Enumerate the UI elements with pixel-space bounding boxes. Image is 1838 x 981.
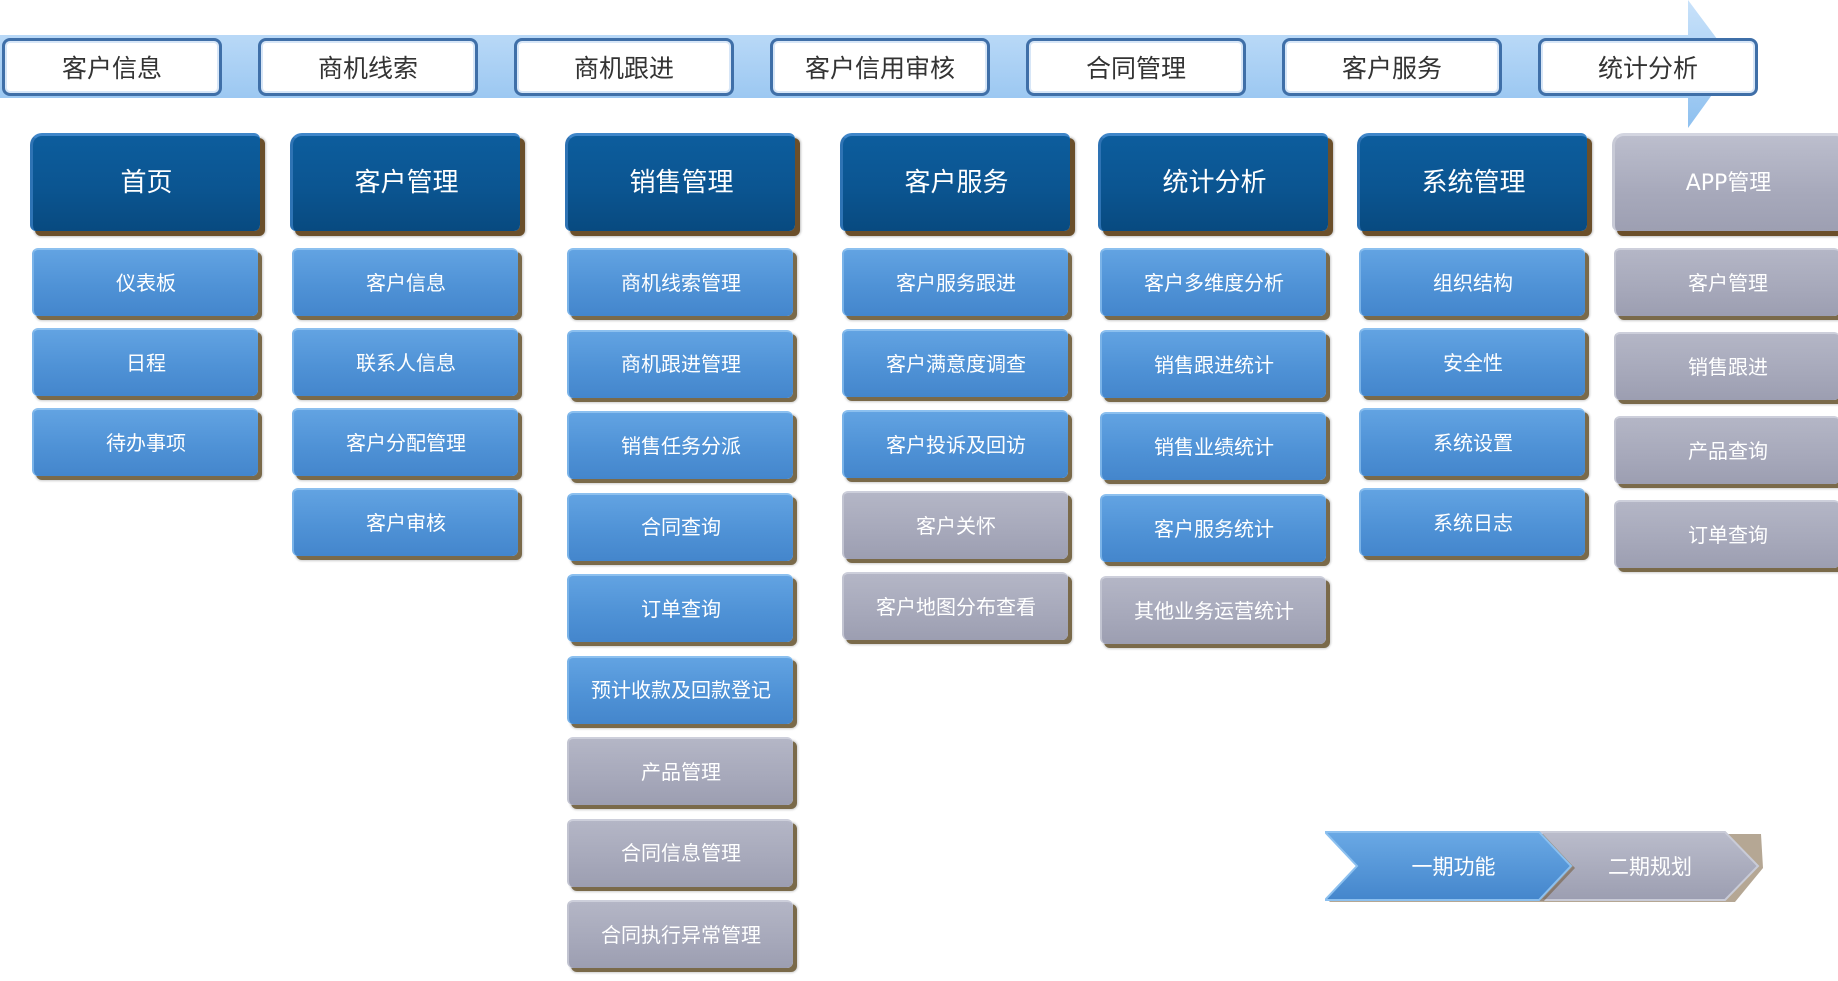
module-header: APP管理 — [1612, 133, 1838, 231]
module-item: 合同执行异常管理 — [567, 900, 793, 968]
module-item: 订单查询 — [1614, 500, 1838, 568]
module-item: 商机线索管理 — [567, 248, 793, 316]
module-item: 客户投诉及回访 — [842, 410, 1068, 478]
module-item: 日程 — [32, 328, 258, 396]
legend-arrows — [1322, 831, 1763, 902]
legend-phase1-arrow — [1322, 831, 1573, 901]
module-item: 其他业务运营统计 — [1100, 576, 1326, 644]
module-item: 组织结构 — [1359, 248, 1585, 316]
module-item: 产品管理 — [567, 737, 793, 805]
module-item: 系统日志 — [1359, 488, 1585, 556]
module-item: 客户审核 — [292, 488, 518, 556]
module-item: 销售任务分派 — [567, 411, 793, 479]
module-item: 客户管理 — [1614, 248, 1838, 316]
process-step: 客户信用审核 — [770, 38, 990, 96]
module-item: 销售跟进统计 — [1100, 330, 1326, 398]
module-item: 合同信息管理 — [567, 818, 793, 887]
module-item: 预计收款及回款登记 — [567, 655, 793, 724]
legend-phase2-label: 二期规划 — [1608, 855, 1692, 879]
module-item: 客户地图分布查看 — [842, 572, 1068, 640]
module-header: 客户服务 — [840, 133, 1070, 231]
process-step: 商机线索 — [258, 38, 478, 96]
module-item: 合同查询 — [567, 492, 793, 561]
module-item: 销售跟进 — [1614, 332, 1838, 400]
module-item: 客户服务统计 — [1100, 494, 1326, 562]
module-item: 客户分配管理 — [292, 408, 518, 476]
module-item: 联系人信息 — [292, 328, 518, 396]
module-header: 系统管理 — [1357, 133, 1587, 231]
process-step: 商机跟进 — [514, 38, 734, 96]
module-item: 待办事项 — [32, 408, 258, 476]
process-step: 客户信息 — [2, 38, 222, 96]
module-item: 客户服务跟进 — [842, 248, 1068, 316]
process-step: 合同管理 — [1026, 38, 1246, 96]
process-step: 客户服务 — [1282, 38, 1502, 96]
module-item: 产品查询 — [1614, 416, 1838, 484]
module-header: 统计分析 — [1098, 133, 1328, 231]
legend-phase1-label: 一期功能 — [1411, 855, 1496, 879]
module-item: 订单查询 — [567, 574, 793, 642]
module-item: 客户多维度分析 — [1100, 248, 1326, 316]
module-item: 系统设置 — [1359, 408, 1585, 476]
process-step: 统计分析 — [1538, 38, 1758, 96]
module-item: 安全性 — [1359, 328, 1585, 396]
module-item: 商机跟进管理 — [567, 329, 793, 398]
legend: 一期功能 二期规划 — [1322, 830, 1765, 906]
module-item: 销售业绩统计 — [1100, 412, 1326, 480]
module-header: 首页 — [30, 133, 260, 231]
module-item: 客户关怀 — [842, 491, 1068, 559]
module-item: 仪表板 — [32, 248, 258, 316]
module-header: 客户管理 — [290, 133, 520, 231]
module-item: 客户信息 — [292, 248, 518, 316]
module-item: 客户满意度调查 — [842, 329, 1068, 397]
module-header: 销售管理 — [565, 133, 795, 231]
